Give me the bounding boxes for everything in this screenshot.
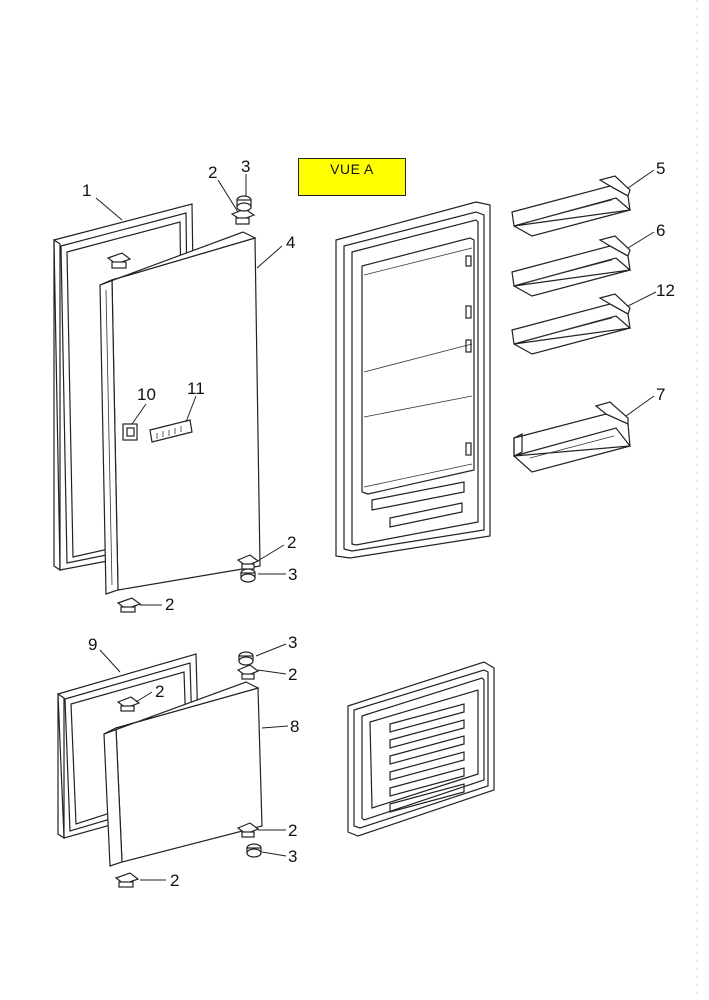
upper-door-bottom-left-hinge: [116, 597, 142, 613]
door-shelf-7: [513, 401, 632, 473]
view-label: VUE A: [330, 161, 374, 177]
top-bushing-part: [236, 195, 252, 212]
door-shelf-12: [511, 293, 632, 355]
callout-6: 6: [656, 221, 665, 240]
callout-2-top: 2: [208, 163, 217, 182]
callout-2-hinge-right: 2: [287, 533, 296, 552]
door-shelf-5: [511, 175, 632, 237]
callout-7: 7: [656, 385, 665, 404]
callout-9: 9: [88, 635, 97, 654]
lower-door-panel: [103, 681, 263, 867]
view-label-box: VUE A: [298, 158, 406, 196]
lower-bottom-hinge: [236, 822, 260, 838]
callout-2-hinge-bottom: 2: [165, 595, 174, 614]
callout-2-lower-gasket: 2: [155, 682, 164, 701]
door-handle-clip: [122, 423, 138, 441]
lower-bottom-left-hinge: [114, 872, 140, 888]
leader-lines: [95, 169, 657, 881]
lower-gasket-hinge: [116, 696, 141, 712]
lower-top-hinge: [236, 664, 260, 680]
gasket-top-hinge: [106, 252, 132, 269]
callout-5: 5: [656, 159, 665, 178]
door-handle-strip: [149, 419, 193, 443]
callout-1: 1: [82, 181, 91, 200]
callout-2-lower-bottom: 2: [170, 871, 179, 890]
callout-3-hinge-right: 3: [288, 565, 297, 584]
lower-inner-liner: [347, 661, 495, 837]
lower-bottom-bushing: [246, 843, 262, 858]
inner-door-liner: [335, 201, 491, 559]
callout-10: 10: [137, 385, 156, 404]
callout-2-lower-top: 2: [288, 665, 297, 684]
door-shelf-6: [511, 235, 632, 297]
callout-3-top: 3: [241, 157, 250, 176]
callout-3-lower-top: 3: [288, 633, 297, 652]
upper-door-bottom-bushing: [240, 568, 256, 583]
callout-3-lower-right: 3: [288, 847, 297, 866]
upper-door-panel: [99, 231, 261, 595]
callout-4: 4: [286, 233, 295, 252]
callout-11: 11: [187, 379, 205, 398]
lower-top-bushing: [238, 651, 254, 666]
callout-2-lower-right: 2: [288, 821, 297, 840]
callout-8: 8: [290, 717, 299, 736]
callout-12: 12: [656, 281, 675, 300]
